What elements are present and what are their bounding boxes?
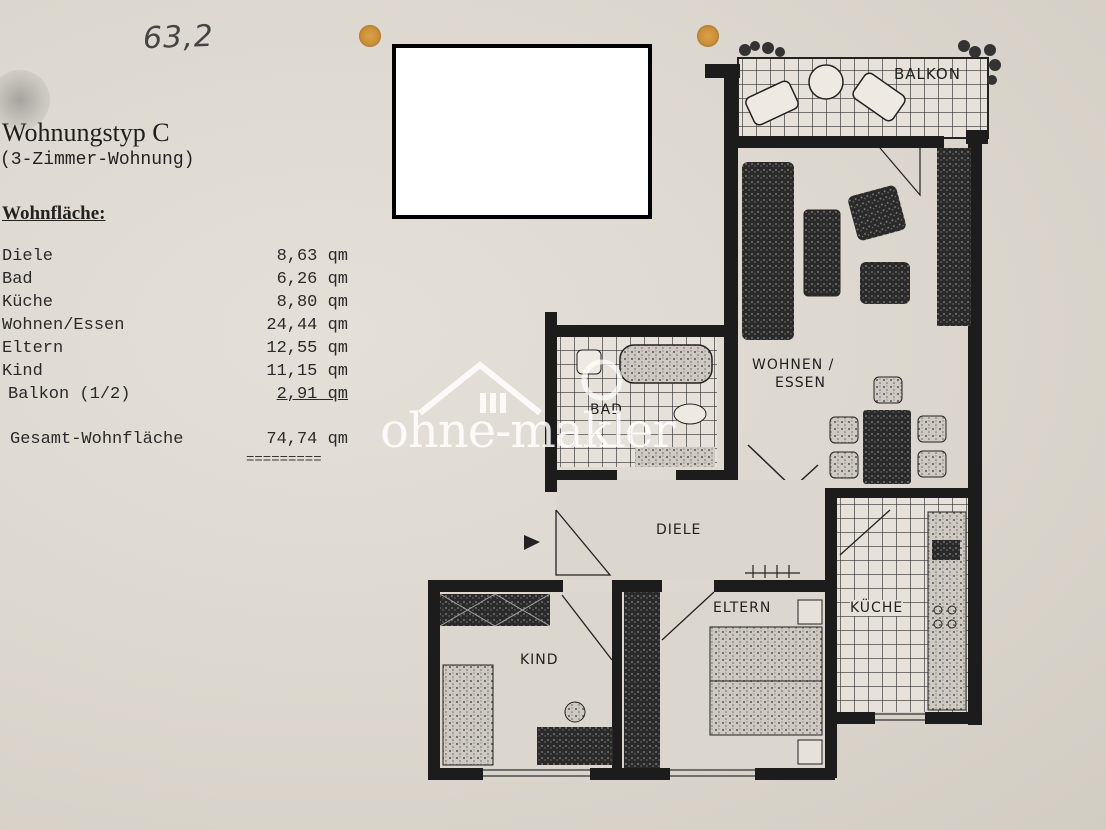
watermark: ohne-makler — [380, 355, 740, 475]
area-row-bad: Bad 6,26 qm — [0, 270, 360, 293]
living-furniture — [742, 147, 971, 490]
apartment-subtitle: (3-Zimmer-Wohnung) — [0, 150, 195, 170]
entrance-arrow-icon — [524, 535, 540, 550]
area-value: 8,63 qm — [276, 247, 348, 266]
area-value: 12,55 qm — [266, 339, 348, 358]
house-logo-icon — [418, 359, 623, 416]
child-room — [439, 592, 613, 768]
area-label: Küche — [2, 293, 54, 312]
redaction-box — [392, 44, 652, 219]
apartment-type-title: Wohnungstyp C — [2, 118, 170, 147]
room-label-balkon: BALKON — [894, 65, 961, 83]
balcony — [737, 40, 1001, 139]
walls — [428, 64, 988, 780]
area-row-eltern: Eltern 12,55 qm — [0, 339, 360, 362]
area-label: Kind — [2, 362, 43, 381]
wardrobe — [624, 592, 660, 768]
area-value: 24,44 qm — [266, 316, 348, 335]
ink-smudge — [0, 70, 50, 130]
area-row-balkon: Balkon (1/2) 2,91 qm — [0, 385, 360, 408]
hallway — [524, 480, 825, 580]
watermark-text: ohne-makler — [380, 403, 675, 459]
windows — [483, 713, 925, 777]
area-value: 8,80 qm — [276, 293, 348, 312]
room-label-wohnen: WOHNEN / — [752, 357, 835, 373]
area-label: Diele — [2, 247, 54, 266]
area-row-kueche: Küche 8,80 qm — [0, 293, 360, 316]
punch-hole-right — [697, 25, 719, 47]
area-row-diele: Diele 8,63 qm — [0, 247, 360, 270]
room-label-essen: ESSEN — [775, 375, 826, 391]
room-label-kind: KIND — [520, 652, 559, 668]
area-label: Bad — [2, 270, 33, 289]
area-label: Wohnen/Essen — [2, 316, 125, 335]
area-value: 2,91 qm — [276, 385, 348, 404]
area-table: Diele 8,63 qm Bad 6,26 qm Küche 8,80 qm Woh… — [0, 247, 360, 408]
punch-hole-left — [359, 25, 381, 47]
area-label: Eltern — [2, 339, 64, 358]
room-label-eltern: ELTERN — [713, 600, 772, 616]
area-value: 6,26 qm — [276, 270, 348, 289]
total-double-underline: ========= — [246, 452, 322, 468]
area-row-kind: Kind 11,15 qm — [0, 362, 360, 385]
living-area-heading: Wohnfläche: — [2, 203, 106, 224]
total-label: Gesamt-Wohnfläche — [10, 430, 184, 449]
bathroom — [557, 337, 717, 467]
area-label: Balkon (1/2) — [8, 385, 131, 404]
total-value: 74,74 qm — [266, 430, 348, 449]
room-label-diele: DIELE — [656, 522, 702, 538]
room-label-kueche: KÜCHE — [850, 600, 904, 616]
parents-room — [661, 591, 825, 768]
area-row-wohnen: Wohnen/Essen 24,44 qm — [0, 316, 360, 339]
room-label-bad: BAD — [590, 402, 623, 418]
area-value: 11,15 qm — [266, 362, 348, 381]
